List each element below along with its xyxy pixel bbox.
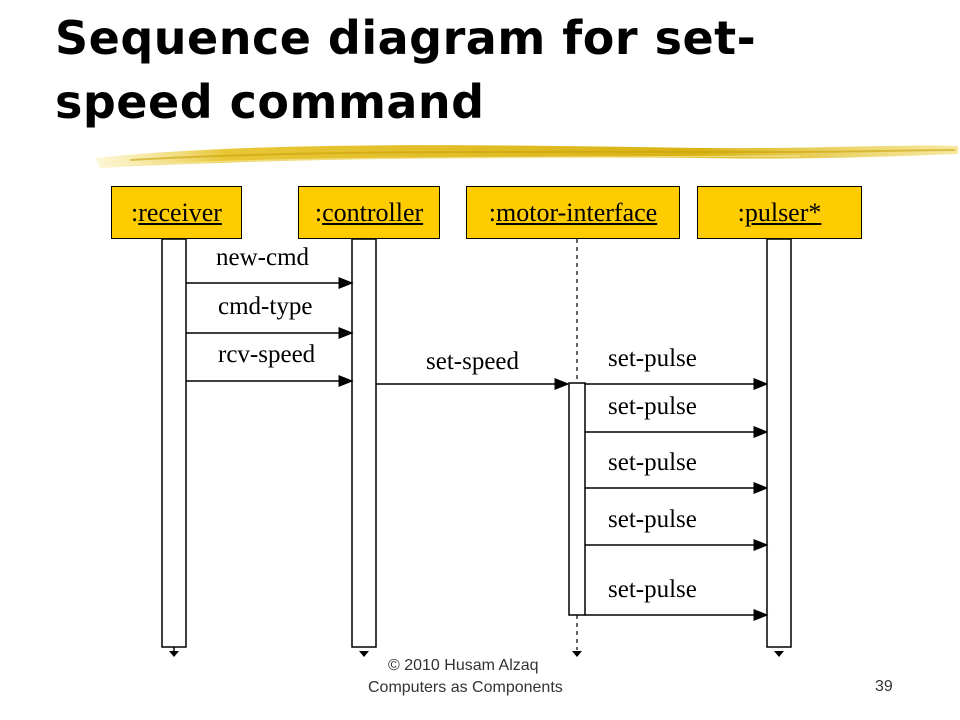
footer-page-number: 39 [875,678,893,695]
slide-title-line-2: speed command [55,75,485,129]
message-label-new-cmd: new-cmd [216,244,310,271]
message-label-set-speed: set-speed [426,348,520,375]
slide-title: Sequence diagram for set- speed command [55,6,935,134]
message-label-set-pulse-2: set-pulse [608,393,697,420]
motor-interface-lifeline [568,239,586,657]
controller-lifeline [351,238,377,657]
pulser-lifeline [766,238,792,657]
object-receiver-name: receiver [138,197,222,227]
message-label-rcv-speed: rcv-speed [218,341,316,368]
object-controller-name: controller [322,197,424,227]
object-pulser-name: pulser* [744,197,822,227]
title-brush-stroke [95,145,958,168]
footer-course: Computers as Components [368,679,563,696]
message-label-set-pulse-4: set-pulse [608,506,697,533]
slide-title-line-1: Sequence diagram for set- [55,11,757,65]
object-receiver-colon: : [131,197,139,227]
receiver-lifeline [161,238,187,657]
object-controller: :controller [298,186,440,239]
message-label-cmd-type: cmd-type [218,293,313,320]
object-receiver: :receiver [111,186,242,239]
object-motor-interface: :motor-interface [466,186,680,239]
object-motor-interface-colon: : [488,197,497,227]
message-label-set-pulse-3: set-pulse [608,449,697,476]
object-controller-colon: : [314,197,323,227]
object-pulser: :pulser* [697,186,862,239]
message-label-set-pulse-1: set-pulse [608,345,697,372]
message-label-set-pulse-5: set-pulse [608,576,697,603]
object-motor-interface-name: motor-interface [496,197,658,227]
object-pulser-colon: : [737,197,745,227]
footer-copyright: © 2010 Husam Alzaq [388,657,539,674]
